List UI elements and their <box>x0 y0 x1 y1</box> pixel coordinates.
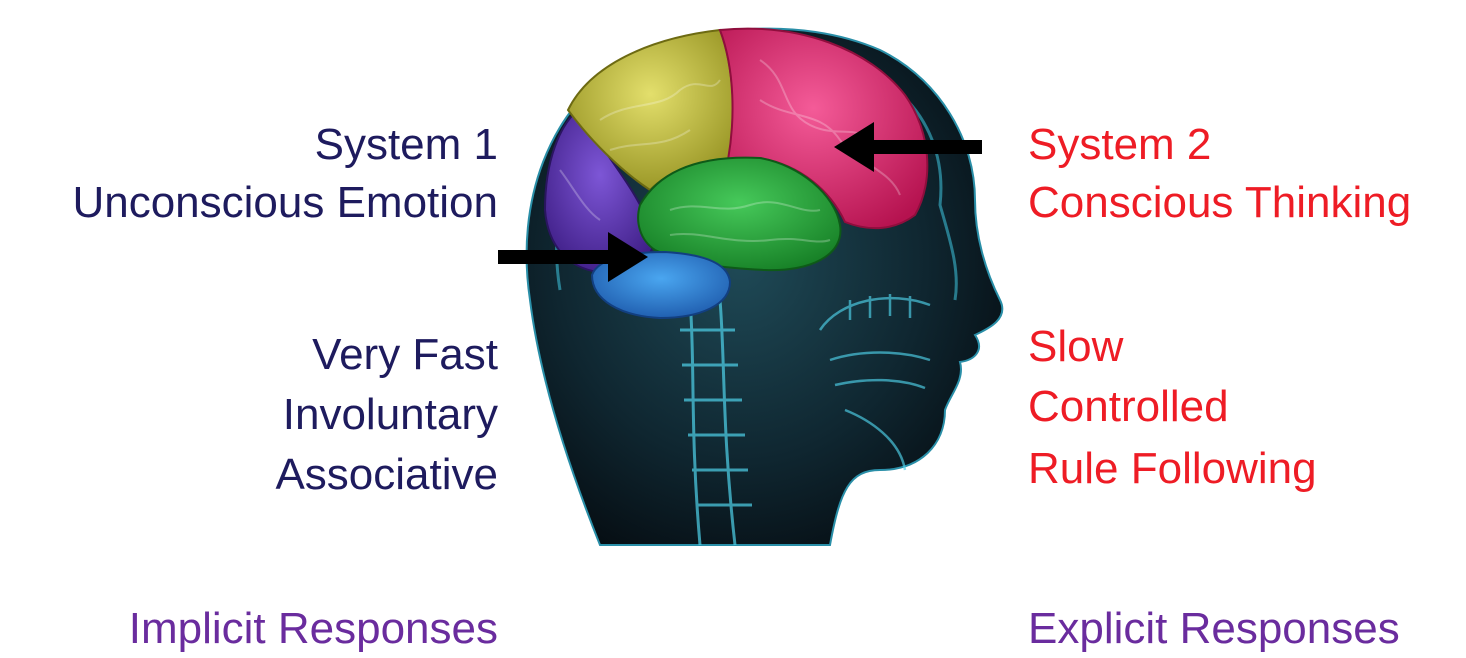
implicit-responses-label: Implicit Responses <box>129 600 498 658</box>
system1-trait-1: Very Fast <box>312 326 498 384</box>
system2-title: System 2 <box>1028 116 1211 174</box>
system2-trait-1: Slow <box>1028 318 1123 376</box>
system1-subtitle: Unconscious Emotion <box>72 174 498 232</box>
system1-trait-3: Associative <box>275 446 498 504</box>
explicit-responses-label: Explicit Responses <box>1028 600 1400 658</box>
system1-title: System 1 <box>315 116 498 174</box>
system2-trait-3: Rule Following <box>1028 440 1317 498</box>
system2-subtitle: Conscious Thinking <box>1028 174 1411 232</box>
system2-trait-2: Controlled <box>1028 378 1229 436</box>
system1-trait-2: Involuntary <box>283 386 498 444</box>
